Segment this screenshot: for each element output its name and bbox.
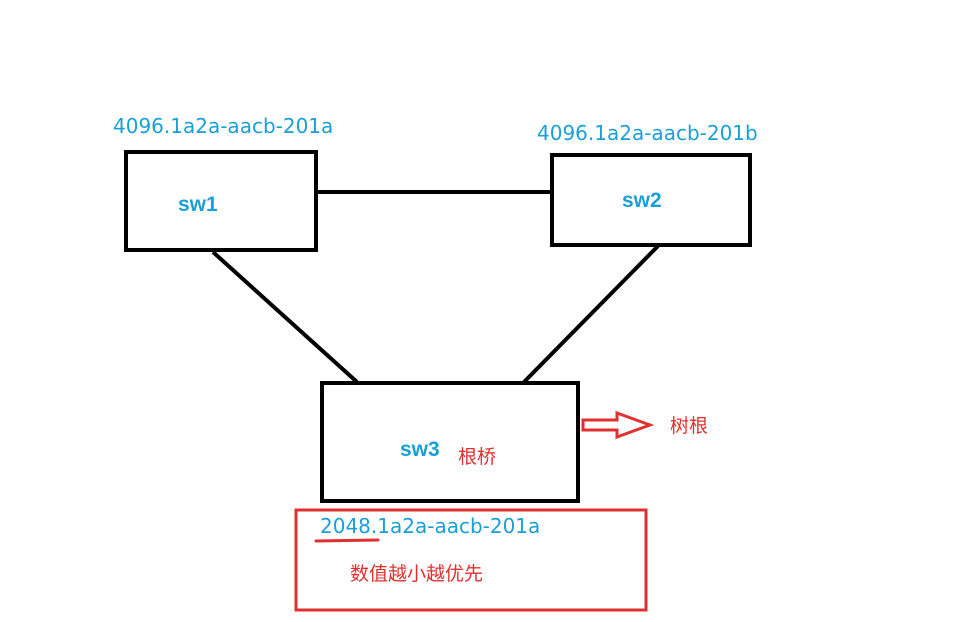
root-arrow-label: 树根 <box>670 415 709 437</box>
switch-box-sw1 <box>124 150 318 252</box>
priority-underline <box>314 538 380 543</box>
sw1-label: sw1 <box>178 193 218 216</box>
link-sw2-sw3 <box>522 244 660 384</box>
link-sw1-sw3 <box>211 250 359 384</box>
sw2-label: sw2 <box>622 189 662 212</box>
sw3-root-bridge-tag: 根桥 <box>458 446 497 468</box>
sw3-bridge-id: 2048.1a2a-aacb-201a <box>320 516 540 536</box>
sw3-bridge-mac: .1a2a-aacb-201a <box>370 514 541 538</box>
sw3-label: sw3 <box>400 438 440 461</box>
switch-box-sw3 <box>320 381 580 503</box>
priority-note: 数值越小越优先 <box>350 563 484 585</box>
switch-box-sw2 <box>550 153 752 247</box>
root-arrow-icon <box>581 410 655 440</box>
sw1-bridge-id: 4096.1a2a-aacb-201a <box>113 114 334 138</box>
sw2-bridge-id: 4096.1a2a-aacb-201b <box>537 121 758 145</box>
note-box <box>294 508 648 612</box>
sw3-bridge-priority: 2048 <box>320 514 371 538</box>
